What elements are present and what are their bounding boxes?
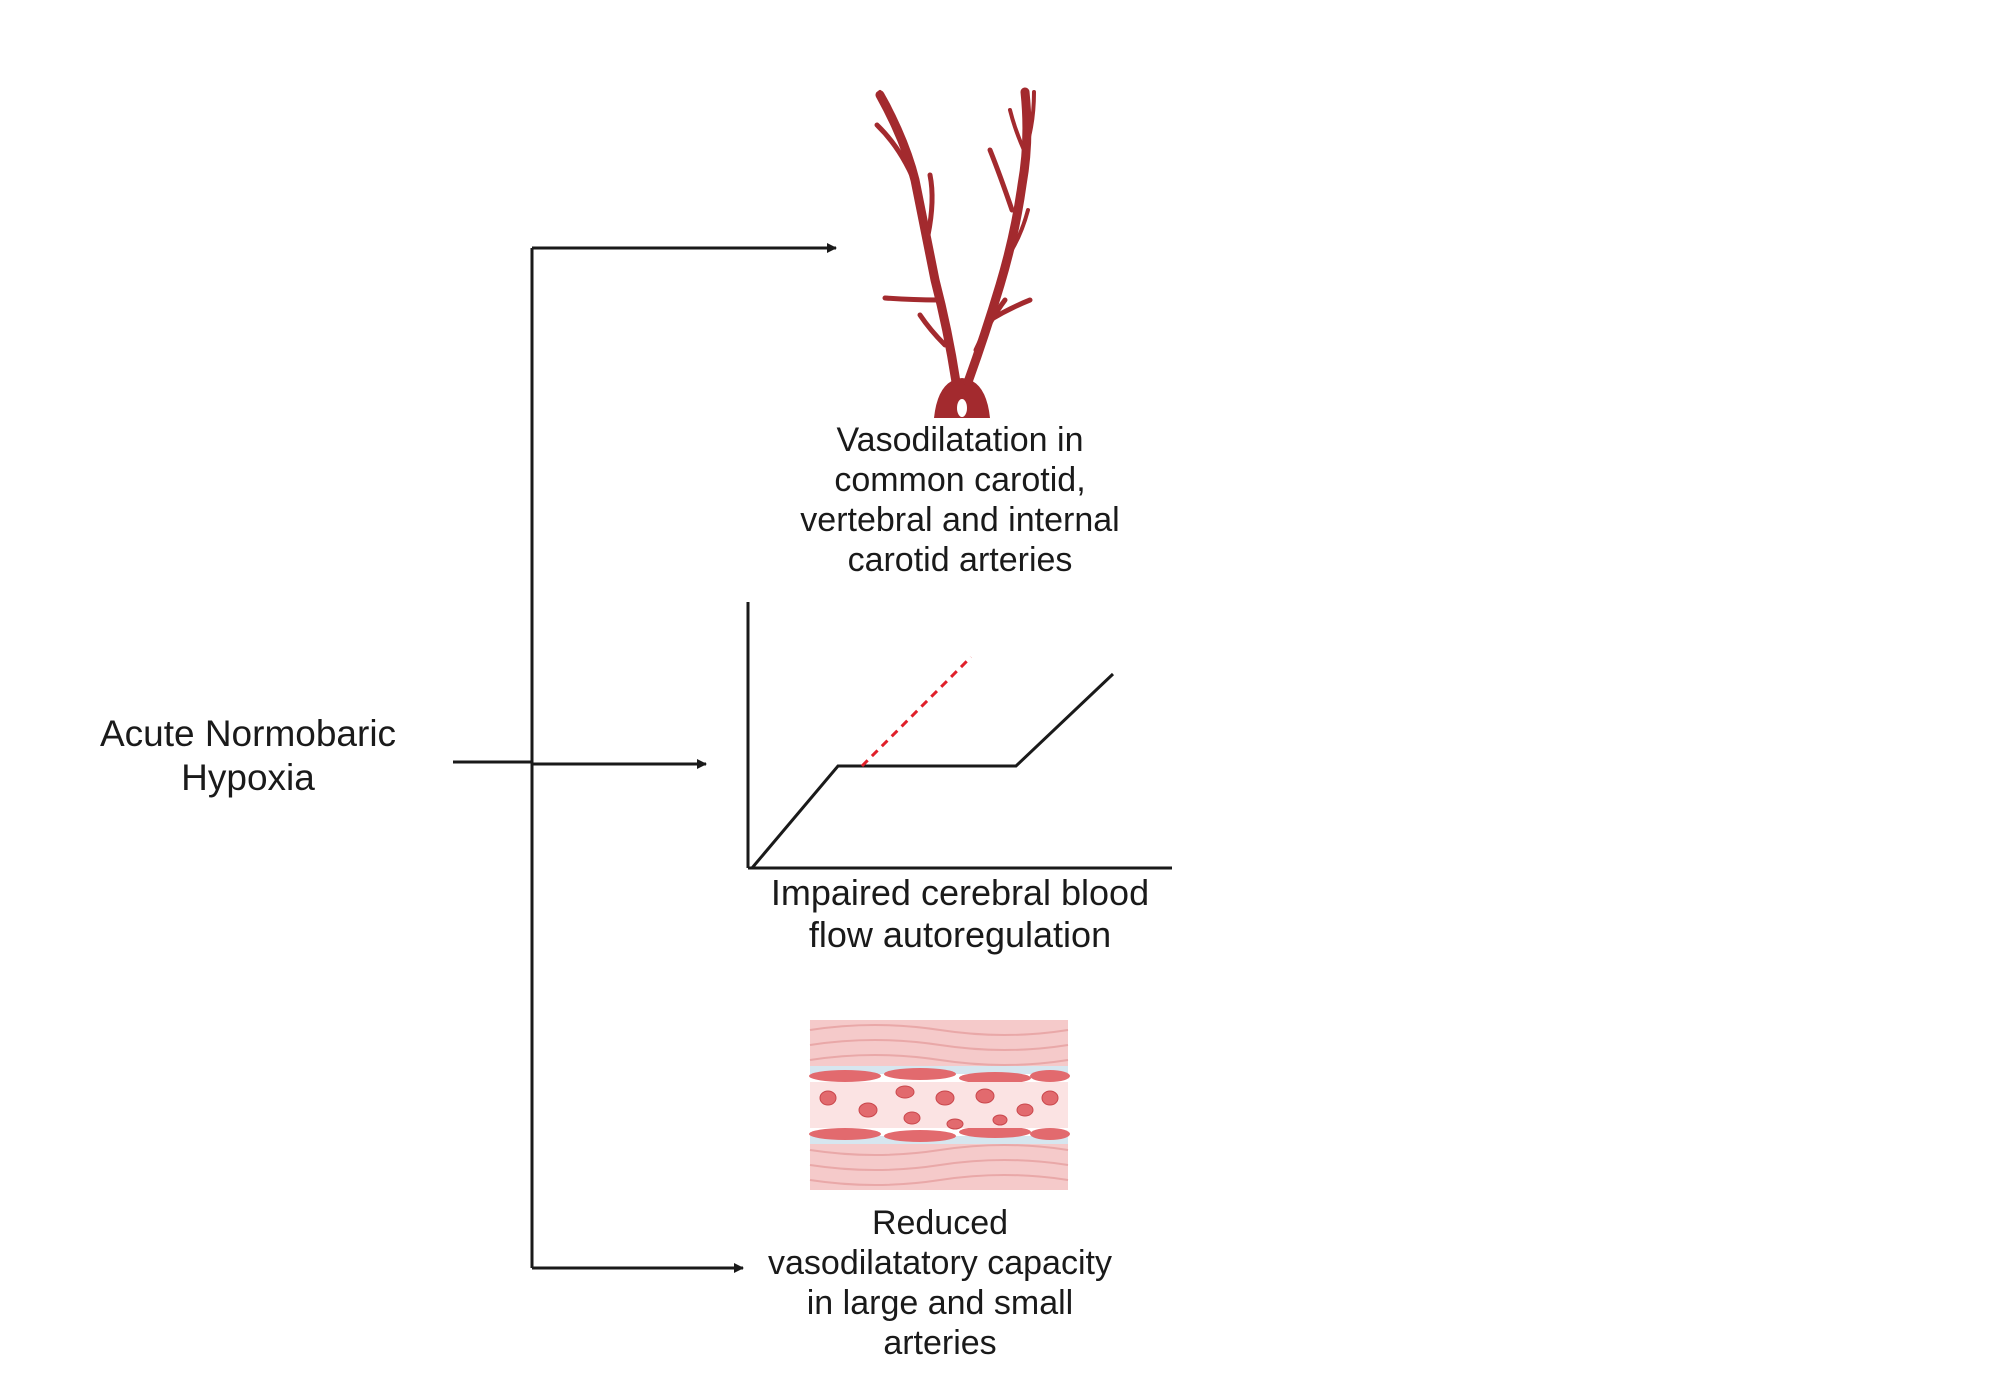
source-label: Acute Normobaric Hypoxia [68,712,428,800]
connector-lines [453,243,837,1273]
left-branch-mid [925,172,935,238]
carotid-arteries-icon [874,87,1036,418]
artery-cross-section-icon [809,1020,1070,1190]
vasodilatation-label-line-1: Vasodilatation in [836,421,1084,459]
right-branch-upper [987,147,1015,213]
capacity-label-line-4: arteries [883,1324,997,1362]
left-branch-inner [917,312,948,348]
carotid-bifurcation-bulb [934,378,990,418]
left-branch-upper [874,122,921,193]
autoregulation-curve-icon [746,602,1172,870]
autoregulation-label-line-2: flow autoregulation [808,914,1112,955]
right-branch-mid [1003,208,1030,262]
right-branch-tip-left [1008,108,1026,152]
source-label-line-2: Hypoxia [181,757,315,798]
red-blood-cells [819,1085,1059,1130]
right-branch-tip-right [1023,90,1036,152]
impaired-autoregulation-line [860,655,973,768]
wall-fibers [809,1024,1069,1186]
vasodilatory-capacity-label: Reduced vasodilatatory capacity in large… [740,1203,1140,1363]
vasodilatation-label-line-4: carotid arteries [847,541,1073,579]
vasodilatation-label-line-3: vertebral and internal [800,501,1120,539]
capacity-label-line-3: in large and small [806,1284,1074,1322]
artery-lumen [957,399,967,417]
left-branch-tip [878,90,895,120]
vasodilatation-label-line-2: common carotid, [834,461,1086,499]
capacity-label-line-2: vasodilatatory capacity [768,1244,1112,1282]
vasodilatation-label: Vasodilatation in common carotid, verteb… [760,420,1160,580]
autoregulation-label-line-1: Impaired cerebral blood [770,872,1150,913]
source-label-line-1: Acute Normobaric [99,713,397,754]
endothelial-cells [809,1068,1070,1142]
left-branch-outer [882,295,941,303]
right-branch-inner [973,297,1008,353]
normal-autoregulation-curve [750,672,1115,869]
capacity-label-line-1: Reduced [871,1204,1009,1242]
autoregulation-label: Impaired cerebral blood flow autoregulat… [740,872,1180,956]
